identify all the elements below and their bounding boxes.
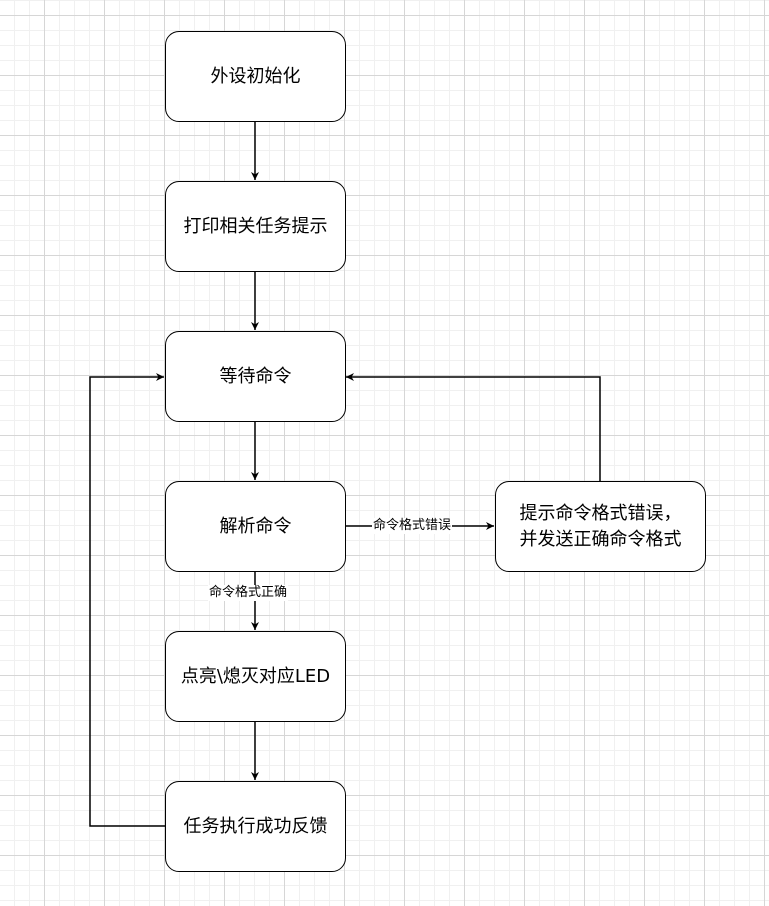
node-parse-command: 解析命令 xyxy=(165,481,346,572)
node-wait-command: 等待命令 xyxy=(165,331,346,422)
node-label: 任务执行成功反馈 xyxy=(183,815,328,837)
edge-feedback-to-wait xyxy=(89,373,165,827)
edge-label-format-error: 命令格式错误 xyxy=(372,518,453,534)
node-label: 点亮\熄灭对应LED xyxy=(180,665,331,687)
edge-label-format-correct: 命令格式正确 xyxy=(208,585,289,601)
node-peripheral-init: 外设初始化 xyxy=(165,31,346,122)
node-label: 外设初始化 xyxy=(210,65,301,87)
node-print-task-hint: 打印相关任务提示 xyxy=(165,181,346,272)
node-success-feedback: 任务执行成功反馈 xyxy=(165,781,346,872)
node-label: 解析命令 xyxy=(219,515,292,537)
edge-error-to-wait xyxy=(346,373,601,481)
node-label: 等待命令 xyxy=(219,365,292,387)
node-label: 打印相关任务提示 xyxy=(183,215,328,237)
node-label: 提示命令格式错误， 并发送正确命令格式 xyxy=(519,503,682,550)
node-toggle-led: 点亮\熄灭对应LED xyxy=(165,631,346,722)
node-format-error: 提示命令格式错误， 并发送正确命令格式 xyxy=(495,481,706,572)
